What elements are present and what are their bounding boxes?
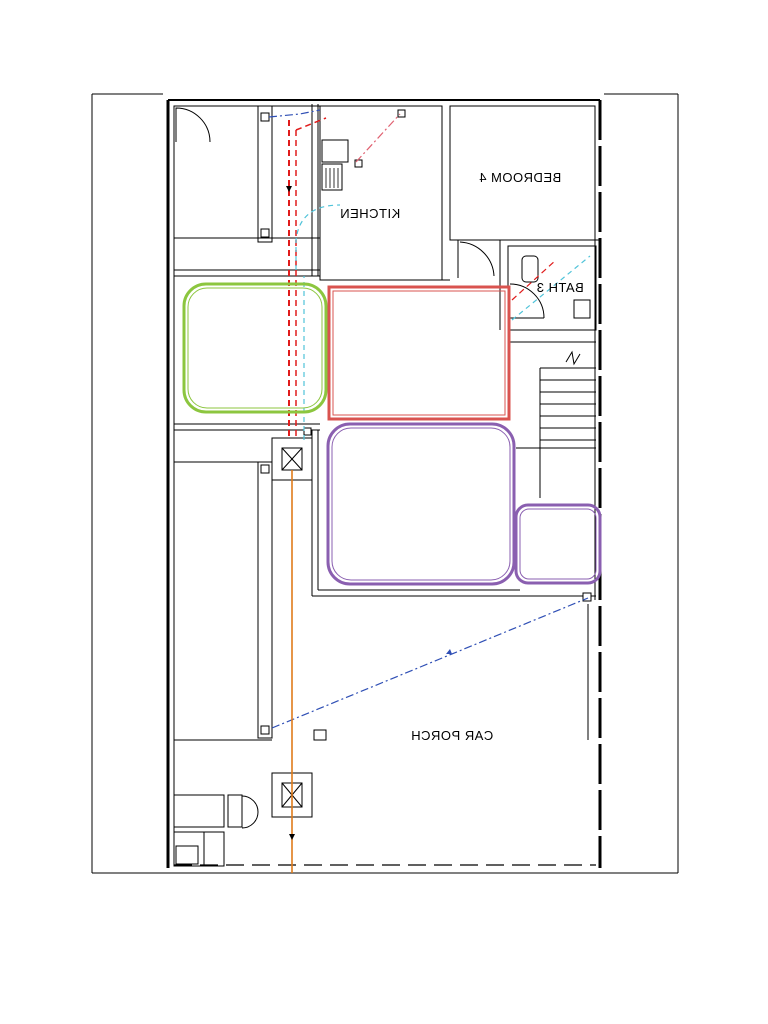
- floor-trap: [260, 109, 592, 735]
- sink-fixture: [321, 139, 349, 191]
- room-label-kitchen: KITCHEN: [340, 206, 401, 221]
- outer-frame: [91, 93, 679, 874]
- building-walls: [166, 99, 602, 868]
- zone-purple-small: [514, 503, 602, 585]
- main-sewer-pipe: [286, 186, 295, 873]
- room-label-bath3: BATH 3: [536, 280, 584, 295]
- vent-line: [268, 109, 589, 729]
- zone-red: [327, 285, 511, 421]
- zone-green: [182, 282, 328, 414]
- zone-purple-large: [326, 422, 516, 586]
- room-label-bedroom4: BEDROOM 4: [479, 170, 562, 185]
- room-label-carporch: CAR PORCH: [411, 728, 494, 743]
